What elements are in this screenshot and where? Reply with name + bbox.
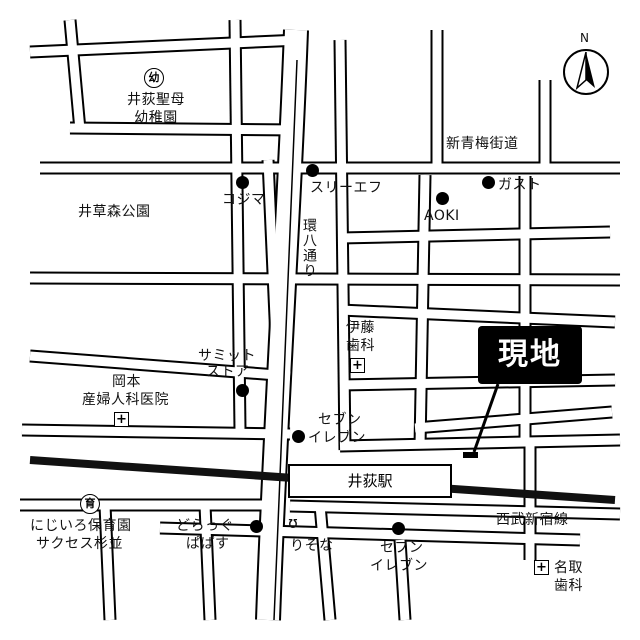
kanpachi-label: 環八通り: [301, 218, 317, 278]
site-marker: [463, 452, 478, 458]
gusto-marker: [482, 176, 495, 189]
natori-label-1: 名取: [554, 560, 583, 576]
seven-south-marker: [392, 522, 405, 535]
natori-label-2: 歯科: [554, 578, 583, 594]
okamoto-label-1: 岡本: [112, 374, 141, 390]
station-box: 井荻駅: [288, 464, 452, 498]
okamoto-clinic-icon: +: [114, 412, 129, 427]
okamoto-label-2: 産婦人科医院: [82, 392, 169, 408]
aoki-marker: [436, 192, 449, 205]
ito-clinic-icon: +: [350, 358, 365, 373]
three-f-marker: [306, 164, 319, 177]
natori-clinic-icon: +: [534, 560, 549, 575]
resona-icon: ʊ: [288, 513, 299, 532]
north-compass: N: [560, 30, 612, 100]
north-label: N: [580, 31, 590, 45]
ito-label-1: 伊藤: [346, 320, 375, 336]
seven-north-label-1: セブン: [318, 412, 362, 428]
resona-label: りそな: [290, 538, 334, 554]
site-label: 現地: [478, 326, 582, 384]
seven-north-marker: [292, 430, 305, 443]
seven-south-label-1: セブン: [380, 540, 424, 556]
summit-marker: [236, 384, 249, 397]
nursery-label-2: サクセス杉並: [36, 536, 123, 552]
kanpachi-center-line: [273, 59, 298, 621]
aoki-label: AOKI: [424, 208, 460, 224]
kojima-label: コジマ: [222, 192, 266, 208]
site-pointer: [472, 383, 500, 453]
summit-label-1: サミット: [198, 348, 256, 364]
kindergarten-label-1: 井荻聖母: [127, 92, 185, 108]
three-f-label: スリーエフ: [310, 180, 383, 196]
drug-marker: [250, 520, 263, 533]
drug-label-1: どらっぐ: [176, 518, 234, 534]
drug-label-2: ぱぱす: [186, 536, 230, 552]
kindergarten-label-2: 幼稚園: [134, 110, 178, 126]
summit-label-2: ストア: [206, 364, 250, 380]
gusto-label: ガスト: [498, 177, 542, 193]
kindergarten-icon: 幼: [144, 68, 164, 88]
railway-label: 西武新宿線: [496, 512, 569, 528]
seven-north-label-2: イレブン: [308, 430, 366, 446]
compass-icon: [563, 49, 609, 95]
shin-ome-label: 新青梅街道: [446, 136, 519, 152]
nursery-icon: 育: [80, 494, 100, 514]
park-label: 井草森公園: [78, 204, 151, 220]
nursery-label-1: にじいろ保育園: [30, 518, 132, 534]
seven-south-label-2: イレブン: [370, 558, 428, 574]
kojima-marker: [236, 176, 249, 189]
ito-label-2: 歯科: [346, 338, 375, 354]
station-label: 井荻駅: [347, 472, 393, 490]
